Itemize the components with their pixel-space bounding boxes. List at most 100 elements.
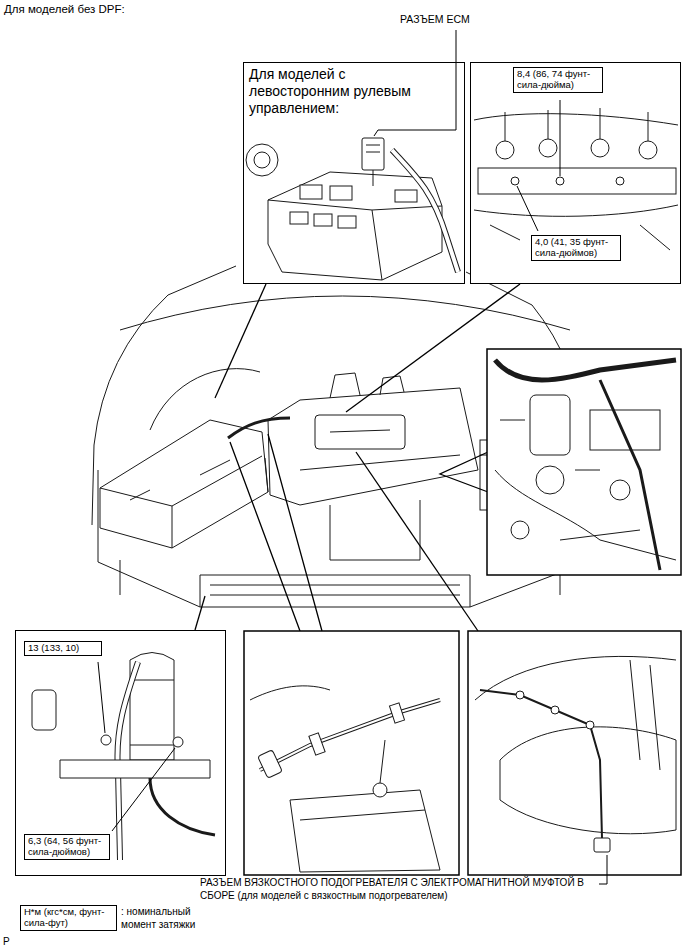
- engine-bay: [130, 460, 230, 500]
- relay-block-detail: [290, 212, 308, 224]
- detail-panel: Для моделей с левосторонним рулевым упра…: [243, 62, 465, 284]
- engine-bay: [100, 420, 268, 548]
- relay-block-detail: [300, 185, 322, 199]
- air-cleaner-detail: [380, 740, 385, 783]
- leader-line: [517, 100, 560, 231]
- callout-pointer: [195, 596, 205, 630]
- injector-detail: [474, 108, 678, 250]
- legend-text: : номинальный момент затяжки: [121, 906, 213, 931]
- air-cleaner-detail: [389, 703, 404, 723]
- engine-bay: [300, 430, 460, 470]
- detail-panel-frame: [15, 630, 226, 876]
- relay-block-detail: [330, 186, 352, 200]
- engine-side-detail: [511, 521, 529, 539]
- injector-detail: [591, 139, 609, 157]
- relay-block-detail: [314, 214, 332, 226]
- leader-line: [98, 662, 175, 831]
- callout-pointer: [356, 452, 478, 631]
- injector-detail: [511, 177, 519, 185]
- injector-detail: [478, 168, 676, 194]
- harness-detail: [586, 721, 594, 729]
- relay-block-detail: [392, 150, 458, 272]
- callout-pointer: [195, 284, 520, 631]
- relay-block-detail: [338, 216, 356, 228]
- callout-pointer: [230, 434, 322, 631]
- engine-bay: [268, 388, 478, 505]
- air-cleaner-detail: [250, 686, 440, 872]
- fuel-filter-detail: [173, 737, 183, 747]
- panel-heading: Для моделей с левосторонним рулевым упра…: [247, 65, 443, 117]
- relay-block-detail: [373, 170, 374, 186]
- fuel-filter-detail: [32, 690, 56, 730]
- engine-bay: [228, 418, 290, 438]
- relay-block-detail: [268, 172, 442, 280]
- air-cleaner-detail: [260, 700, 440, 770]
- detail-panel-frame: [244, 631, 459, 875]
- fuel-filter-detail: [60, 760, 210, 778]
- engine-bay: [200, 575, 470, 607]
- engine-side-detail: [530, 395, 570, 455]
- harness-detail: [594, 838, 610, 852]
- air-cleaner-detail: [300, 810, 425, 820]
- injector-detail: [616, 177, 624, 185]
- torque-value: 6,3 (64, 56 фунт-сила-дюймов): [28, 836, 106, 858]
- engine-bay: [100, 456, 268, 548]
- fuel-filter-detail: [32, 653, 215, 861]
- engine-bay: [210, 585, 460, 595]
- injector-detail: [639, 141, 657, 159]
- torque-spec-box: 8,4 (86, 74 фунт-сила-дюйма): [513, 67, 603, 93]
- air-cleaner-detail: [260, 700, 440, 770]
- fuel-filter-detail: [150, 778, 215, 835]
- detail-panel-frame: [470, 62, 681, 284]
- detail-panel-frame: [468, 631, 681, 875]
- harness-detail: [500, 727, 676, 834]
- connector-label: РАЗЪЕМ ВЯЗКОСТНОГО ПОДОГРЕВАТЕЛЯ С ЭЛЕКТ…: [200, 877, 595, 902]
- relay-block-detail: [362, 138, 384, 170]
- unit-key-box: Н*м (кгс*см, фунт-сила-фут): [20, 905, 117, 931]
- injector-detail: [505, 108, 648, 141]
- torque-value: 13 (133, 10): [28, 643, 98, 654]
- engine-side-detail: [500, 420, 640, 540]
- engine-bay: [150, 369, 260, 430]
- leader-line: [599, 855, 607, 884]
- detail-panel: 13 (133, 10) 6,3 (64, 56 фунт-сила-дюймов…: [15, 630, 226, 876]
- engine-side-detail: [590, 410, 660, 450]
- air-cleaner-detail: [373, 783, 387, 797]
- fuel-filter-detail: [101, 735, 111, 745]
- air-cleaner-detail: [258, 750, 283, 779]
- leader-line: [517, 100, 560, 231]
- injector-detail: [474, 205, 678, 216]
- relay-block-detail: [254, 152, 270, 168]
- relay-block-detail: [246, 138, 458, 280]
- engine-side-detail: [536, 466, 564, 494]
- engine-bay: [330, 500, 420, 560]
- relay-block-detail: [395, 190, 417, 202]
- harness-detail: [516, 691, 524, 699]
- torque-value: Н*м (кгс*см, фунт-сила-фут): [24, 907, 113, 929]
- connector-label: РАЗЪЕМ ECM: [400, 13, 470, 26]
- torque-spec-box: 6,3 (64, 56 фунт-сила-дюймов): [24, 834, 110, 860]
- torque-value: 8,4 (86, 74 фунт-сила-дюйма): [517, 69, 599, 91]
- harness-detail: [480, 690, 602, 838]
- torque-spec-box: 4,0 (41, 35 фунт-сила-дюймов): [531, 235, 621, 261]
- torque-spec-box: 13 (133, 10): [24, 641, 102, 656]
- relay-block-detail: [246, 144, 278, 176]
- injector-detail: [496, 141, 514, 159]
- air-cleaner-detail: [290, 790, 440, 872]
- diagram-title: Для моделей без DPF:: [4, 3, 125, 15]
- detail-panel: 8,4 (86, 74 фунт-сила-дюйма) 4,0 (41, 35 …: [470, 62, 681, 284]
- detail-panel-frame: [243, 62, 465, 284]
- torque-value: 4,0 (41, 35 фунт-сила-дюймов): [535, 237, 617, 259]
- engine-side-detail: [610, 480, 630, 500]
- callout-pointer: [440, 452, 488, 492]
- harness-detail: [475, 656, 676, 852]
- fuel-filter-detail: [130, 680, 174, 745]
- relay-block-detail: [268, 200, 442, 280]
- relay-block-detail: [366, 145, 380, 152]
- injector-detail: [556, 177, 564, 185]
- detail-panel-frame: [487, 349, 681, 575]
- leader-line: [98, 662, 175, 831]
- engine-bay: [315, 415, 405, 449]
